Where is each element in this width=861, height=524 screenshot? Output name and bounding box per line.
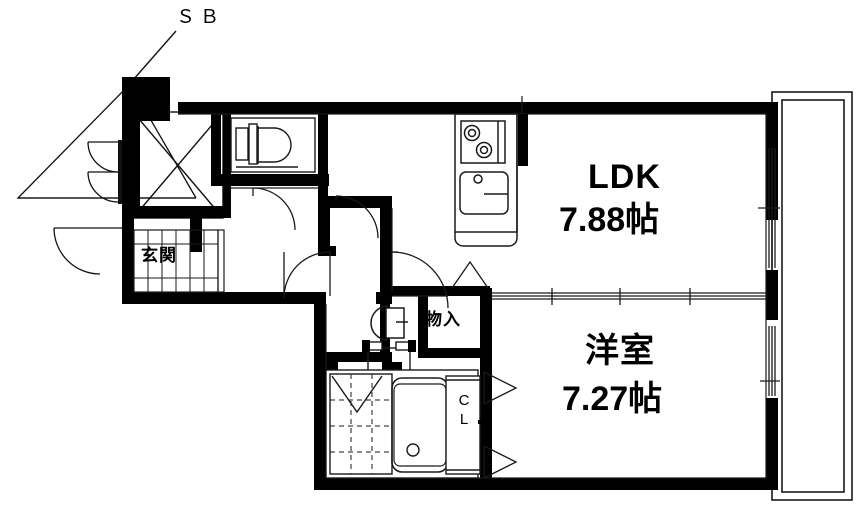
entrance-main-door[interactable]	[53, 227, 130, 293]
closet-folding-door-bottom[interactable]	[483, 445, 518, 479]
kitchen-counter	[454, 113, 518, 247]
monoire-label: 物入	[425, 310, 461, 329]
washitsu-room-area: 7.27帖	[562, 380, 663, 418]
hall-swing-door-left[interactable]	[283, 251, 331, 299]
kitchen-wall-stub	[518, 114, 528, 166]
closet-divider-mark	[478, 420, 492, 424]
closet-cl	[445, 375, 481, 475]
balcony-sliding-window-lower[interactable]	[760, 326, 780, 396]
balcony-sliding-window-upper[interactable]	[758, 148, 780, 268]
pipe-shaft-crossed-box	[132, 111, 224, 219]
hall-swing-door-right[interactable]	[335, 195, 379, 239]
ldk-room-area: 7.88帖	[559, 201, 660, 239]
shoe-box-fixture	[122, 77, 170, 218]
genkan-tile-floor	[133, 229, 225, 293]
hall-doorframe-marks	[286, 292, 392, 304]
ldk-room-sliding-partition[interactable]	[492, 288, 766, 305]
balcony-outline	[771, 91, 853, 501]
toilet-door[interactable]	[231, 187, 318, 231]
ldk-swing-door[interactable]	[391, 251, 449, 309]
ldk-room-name: LDK	[588, 158, 661, 196]
entrance-outer-door-arcs	[87, 140, 122, 204]
genkan-label: 玄関	[141, 246, 177, 265]
monoire-folding-door[interactable]	[451, 260, 489, 289]
closet-folding-door-top[interactable]	[483, 371, 518, 405]
sb-label: ＳＢ	[176, 7, 225, 28]
washbasin-fixture	[370, 305, 408, 341]
washitsu-room-name: 洋室	[585, 332, 655, 370]
toilet-fixture	[230, 117, 316, 173]
